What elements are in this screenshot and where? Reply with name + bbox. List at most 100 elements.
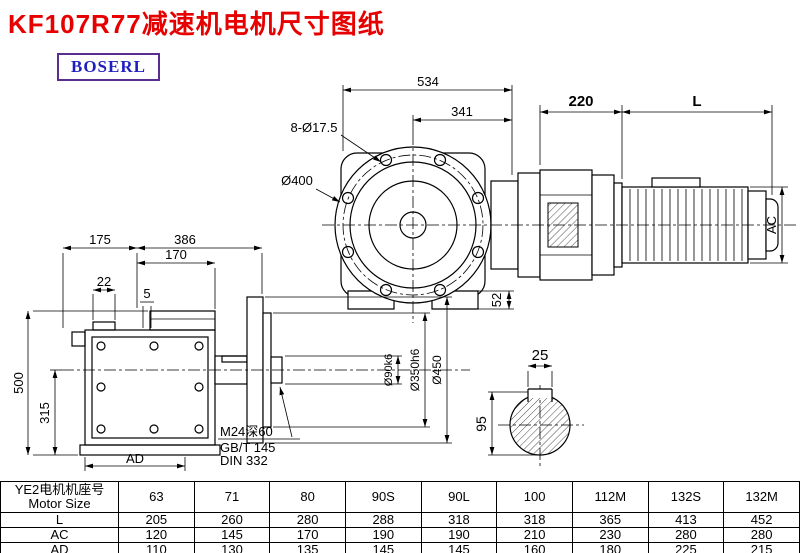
- dim-534: 534: [417, 75, 439, 89]
- size-col: 71: [193, 481, 271, 513]
- bolt-hole: [433, 153, 447, 167]
- top-block: [149, 310, 216, 331]
- table-cell: 160: [496, 542, 573, 553]
- table-cell: 190: [344, 527, 422, 543]
- size-col: 132M: [723, 481, 800, 513]
- bolt-note: 8-Ø17.5: [291, 120, 338, 135]
- note-din: DIN 332: [220, 453, 268, 468]
- dim-95: 95: [473, 416, 489, 432]
- bolt: [194, 341, 204, 351]
- table-cell: 215: [723, 542, 800, 553]
- row-label: AC: [0, 527, 119, 543]
- table-cell: 260: [193, 512, 271, 528]
- table-cell: 180: [571, 542, 649, 553]
- top-step: [92, 321, 116, 331]
- table-cell: 230: [571, 527, 649, 543]
- table-cell: 288: [344, 512, 422, 528]
- table-cell: 280: [647, 527, 725, 543]
- table-cell: 280: [269, 512, 346, 528]
- housing-side-inner: [91, 336, 209, 439]
- table-cell: 135: [269, 542, 346, 553]
- bolt: [96, 341, 106, 351]
- table-cell: 145: [344, 542, 422, 553]
- side-tab: [71, 331, 86, 347]
- bolt-hole: [341, 245, 355, 259]
- dim-170: 170: [165, 247, 187, 262]
- table-header-motor-size: YE2电机机座号 Motor Size: [0, 481, 119, 513]
- page-title: KF107R77减速机电机尺寸图纸: [8, 9, 385, 39]
- brand-logo: BOSERL: [57, 53, 160, 81]
- dim-25: 25: [532, 347, 549, 364]
- bolt-hole: [471, 191, 485, 205]
- table-cell: 110: [118, 542, 195, 553]
- bolt: [149, 341, 159, 351]
- dim-AD: AD: [126, 451, 144, 466]
- dim-220: 220: [568, 93, 593, 110]
- table-row-AD: AD 110 130 135 145 145 160 180 225 215: [0, 542, 800, 553]
- dim-L: L: [692, 93, 701, 110]
- motor-size-table: YE2电机机座号 Motor Size 63 71 80 90S 90L 100…: [0, 481, 800, 553]
- table-cell: 452: [723, 512, 800, 528]
- bolt-hole: [433, 283, 447, 297]
- size-col: 112M: [571, 481, 649, 513]
- table-header-row: YE2电机机座号 Motor Size 63 71 80 90S 90L 100…: [0, 481, 800, 513]
- bolt: [96, 382, 106, 392]
- dim-341: 341: [451, 104, 473, 119]
- dim-500: 500: [11, 372, 26, 394]
- bolt: [149, 424, 159, 434]
- bolt: [194, 382, 204, 392]
- dim-5: 5: [143, 286, 150, 301]
- dim-315: 315: [37, 402, 52, 424]
- housing-base: [79, 444, 221, 456]
- table-cell: 205: [118, 512, 195, 528]
- technical-drawing: 534 341 8-Ø17.5 Ø400 220 L AC: [11, 75, 796, 471]
- row-label: L: [0, 512, 119, 528]
- bolt-hole: [341, 191, 355, 205]
- terminal-box: [651, 177, 701, 188]
- size-col: 132S: [647, 481, 725, 513]
- flange-od-label: Ø450: [430, 355, 444, 385]
- table-cell: 225: [647, 542, 725, 553]
- shaft-cross-section: [509, 394, 571, 456]
- table-cell: 413: [647, 512, 725, 528]
- size-col: 90S: [344, 481, 422, 513]
- table-cell: 170: [269, 527, 346, 543]
- leader-line: [340, 134, 382, 163]
- dim-22: 22: [97, 274, 111, 289]
- spigot-dia-label: Ø350h6: [408, 348, 422, 391]
- flange-dia-label: Ø400: [281, 173, 313, 188]
- table-cell: 145: [193, 527, 271, 543]
- leader-line: [315, 188, 341, 203]
- note-gbt: GB/T 145: [220, 440, 275, 455]
- size-col: 80: [269, 481, 346, 513]
- row-label: AD: [0, 542, 119, 553]
- size-col: 63: [118, 481, 195, 513]
- table-cell: 130: [193, 542, 271, 553]
- bolt: [194, 424, 204, 434]
- bolt-hole: [379, 283, 393, 297]
- note-tap: M24深60: [220, 424, 273, 439]
- table-row-L: L 205 260 280 288 318 318 365 413 452: [0, 512, 800, 528]
- keyway-notch: [528, 389, 552, 398]
- table-cell: 120: [118, 527, 195, 543]
- table-cell: 145: [420, 542, 498, 553]
- bolt-hole: [471, 245, 485, 259]
- table-cell: 190: [420, 527, 498, 543]
- shaft-section-view: 25 95: [473, 347, 584, 467]
- size-col: 100: [496, 481, 573, 513]
- size-col: 90L: [420, 481, 498, 513]
- top-view: 534 341 8-Ø17.5 Ø400 220 L AC: [281, 75, 796, 323]
- table-cell: 280: [723, 527, 800, 543]
- dim-175: 175: [89, 232, 111, 247]
- table-cell: 210: [496, 527, 573, 543]
- motor-size-label-en: Motor Size: [28, 496, 91, 511]
- shaft-dia-label: Ø90k6: [383, 354, 395, 386]
- table-cell: 318: [420, 512, 498, 528]
- motor-size-label-cn: YE2电机机座号: [14, 482, 105, 498]
- leader-line: [279, 386, 293, 438]
- dim-386: 386: [174, 232, 196, 247]
- table-cell: 365: [571, 512, 649, 528]
- side-view: 175 386 170 22 5 500 315 AD: [11, 232, 470, 471]
- bolt: [96, 424, 106, 434]
